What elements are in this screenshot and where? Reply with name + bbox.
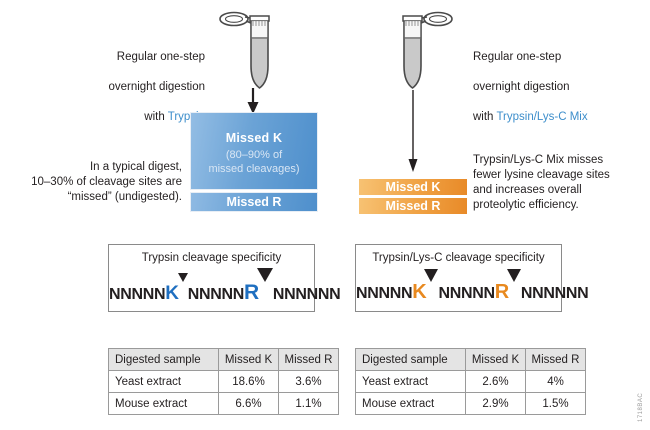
right-row1-missed-r: 1.5% bbox=[525, 392, 586, 415]
right-row1-sample: Mouse extract bbox=[355, 392, 466, 415]
right-cleavage-arrow-r-icon bbox=[506, 269, 521, 282]
left-row0-missed-k: 18.6% bbox=[218, 370, 279, 393]
right-row0-missed-r: 4% bbox=[525, 370, 586, 393]
right-th-sample: Digested sample bbox=[355, 348, 466, 371]
left-missed-r-bar: Missed R bbox=[190, 192, 318, 212]
right-specificity-panel: Trypsin/Lys-C cleavage specificity NNNNN… bbox=[355, 244, 589, 312]
right-row1-missed-k: 2.9% bbox=[465, 392, 526, 415]
left-th-missed-r: Missed R bbox=[278, 348, 339, 371]
right-seq-block2: NNNNN bbox=[438, 285, 495, 302]
right-th-missed-k: Missed K bbox=[465, 348, 526, 371]
left-missed-k-label: Missed K bbox=[225, 131, 283, 145]
left-specificity-title: Trypsin cleavage specificity bbox=[141, 252, 282, 264]
right-row0-missed-k: 2.6% bbox=[465, 370, 526, 393]
right-th-missed-r: Missed R bbox=[525, 348, 586, 371]
table-row: Mouse extract 6.6% 1.1% bbox=[108, 392, 339, 415]
left-cleavage-arrow-k-icon bbox=[177, 273, 188, 282]
right-seq-block1: NNNNN bbox=[356, 285, 413, 302]
left-seq-block2: NNNNN bbox=[187, 286, 245, 303]
right-note: Trypsin/Lys-C Mix misses fewer lysine cl… bbox=[473, 154, 610, 211]
left-caption-line2: overnight digestion bbox=[108, 81, 205, 93]
right-missed-r-bar: Missed R bbox=[358, 197, 468, 215]
right-table-header-row: Digested sample Missed K Missed R bbox=[355, 348, 586, 371]
right-missed-k-bar: Missed K bbox=[358, 178, 468, 196]
right-seq-residue-k: K bbox=[412, 281, 427, 303]
left-th-sample: Digested sample bbox=[108, 348, 219, 371]
left-row1-missed-k: 6.6% bbox=[218, 392, 279, 415]
right-enzyme-name: Trypsin/Lys-C Mix bbox=[496, 111, 588, 123]
left-table-header-row: Digested sample Missed K Missed R bbox=[108, 348, 339, 371]
figure-credit-code: 1718BAC bbox=[638, 392, 644, 422]
right-seq-residue-r: R bbox=[494, 281, 509, 303]
left-caption-line1: Regular one-step bbox=[116, 51, 205, 63]
right-caption-line2: overnight digestion bbox=[473, 81, 570, 93]
right-caption-line1: Regular one-step bbox=[473, 51, 562, 63]
table-row: Yeast extract 18.6% 3.6% bbox=[108, 370, 339, 393]
left-cleavage-arrow-r-icon bbox=[256, 268, 273, 282]
right-workflow-caption: Regular one-step overnight digestion wit… bbox=[473, 35, 648, 125]
left-seq-residue-r: R bbox=[243, 281, 259, 304]
left-seq-residue-k: K bbox=[165, 283, 179, 304]
right-down-arrow-icon bbox=[406, 90, 420, 177]
left-row1-missed-r: 1.1% bbox=[278, 392, 339, 415]
right-missed-k-label: Missed K bbox=[385, 180, 441, 194]
right-tube-icon bbox=[388, 8, 458, 100]
left-missed-k-sublabel: (80–90% of missed cleavages) bbox=[191, 145, 317, 176]
right-cleavage-arrow-k-icon bbox=[424, 269, 439, 282]
left-seq-block1: NNNNN bbox=[109, 286, 166, 303]
left-missed-k-sub-line2: missed cleavages) bbox=[208, 163, 300, 175]
left-th-missed-k: Missed K bbox=[218, 348, 279, 371]
left-tube-icon bbox=[218, 8, 288, 100]
left-row1-sample: Mouse extract bbox=[108, 392, 219, 415]
left-seq-block3: NNNNNN bbox=[272, 286, 341, 303]
left-caption-line3-prefix: with bbox=[144, 111, 168, 123]
left-note: In a typical digest, 10–30% of cleavage … bbox=[31, 161, 182, 203]
right-specificity-title: Trypsin/Lys-C cleavage specificity bbox=[372, 252, 545, 264]
right-results-table: Digested sample Missed K Missed R Yeast … bbox=[355, 348, 586, 415]
right-caption-line3-prefix: with bbox=[473, 111, 497, 123]
left-down-arrow-icon bbox=[245, 88, 261, 119]
right-seq-block3: NNNNNN bbox=[520, 285, 589, 302]
left-results-table: Digested sample Missed K Missed R Yeast … bbox=[108, 348, 339, 415]
left-missed-k-box: Missed K (80–90% of missed cleavages) bbox=[190, 112, 318, 190]
left-row0-sample: Yeast extract bbox=[108, 370, 219, 393]
left-workflow-caption: Regular one-step overnight digestion wit… bbox=[60, 35, 205, 125]
left-row0-missed-r: 3.6% bbox=[278, 370, 339, 393]
left-missed-k-sub-line1: (80–90% of bbox=[225, 149, 283, 161]
right-missed-r-label: Missed R bbox=[385, 199, 441, 213]
table-row: Yeast extract 2.6% 4% bbox=[355, 370, 586, 393]
left-missed-r-label: Missed R bbox=[226, 195, 282, 209]
table-row: Mouse extract 2.9% 1.5% bbox=[355, 392, 586, 415]
right-row0-sample: Yeast extract bbox=[355, 370, 466, 393]
